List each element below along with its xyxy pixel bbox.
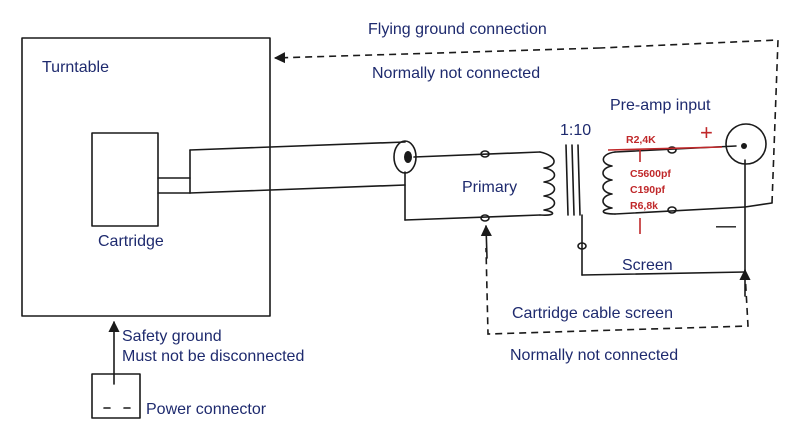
cable-screen-dash	[480, 224, 751, 335]
capacitor-c1-label: C5600pf	[630, 168, 671, 180]
plus-sign: +	[700, 120, 713, 145]
resistor-r2-label: R6,8k	[630, 200, 658, 212]
primary-label: Primary	[462, 179, 517, 196]
preamp-jack-pin	[741, 143, 747, 149]
capacitor-c2-label: C190pf	[630, 184, 666, 196]
flying-ground-dash	[273, 39, 779, 204]
preamp-label: Pre-amp input	[610, 97, 711, 114]
secondary-coil	[602, 151, 616, 215]
minus-sign: —	[716, 215, 736, 237]
primary-wiring	[404, 150, 541, 222]
secondary-wiring	[614, 145, 773, 273]
transformer-core	[565, 144, 581, 216]
safety-ground-label: Safety ground	[122, 328, 222, 345]
normally-not-connected-top: Normally not connected	[372, 65, 540, 82]
primary-coil	[539, 151, 556, 216]
load-network	[607, 146, 723, 234]
preamp-jack	[725, 123, 767, 165]
resistor-r1-label: R2,4K	[626, 134, 656, 146]
cartridge-cable	[157, 141, 406, 194]
cartridge-label: Cartridge	[98, 233, 164, 250]
power-connector-label: Power connector	[146, 401, 267, 418]
cable-connector-core	[404, 151, 412, 163]
ratio-label: 1:10	[560, 122, 591, 139]
turntable-label: Turntable	[42, 59, 109, 76]
flying-ground-label: Flying ground connection	[368, 21, 547, 38]
must-not-disconnect-label: Must not be disconnected	[122, 348, 304, 365]
screen-label: Screen	[622, 257, 673, 274]
cable-screen-label: Cartridge cable screen	[512, 305, 673, 322]
turntable-box	[21, 37, 271, 317]
normally-not-connected-bottom: Normally not connected	[510, 347, 678, 364]
cartridge-box	[91, 132, 159, 227]
power-connector-box	[91, 373, 141, 419]
